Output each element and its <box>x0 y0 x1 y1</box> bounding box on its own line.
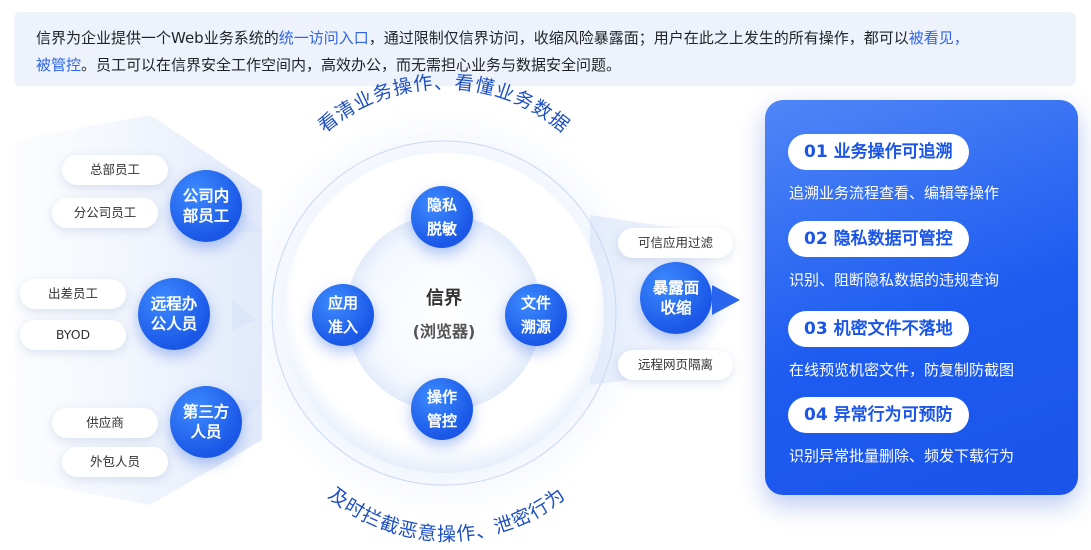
intro-text-3: 。员工可以在信界安全工作空间内，高效办公，而无需担心业务与数据安全问题。 <box>81 56 622 74</box>
group1-item-hq: 总部员工 <box>62 155 168 185</box>
node-privacy-masking: 隐私 脱敏 <box>411 186 473 248</box>
intro-banner: 信界为企业提供一个Web业务系统的统一访问入口，通过限制仅信界访问，收缩风险暴露… <box>14 12 1076 86</box>
group-third-party: 第三方 人员 <box>170 386 242 458</box>
feature-3-title: 03 机密文件不落地 <box>788 311 969 347</box>
intro-highlight-visible: 被看见， <box>908 29 969 47</box>
group1-item-branch: 分公司员工 <box>52 198 158 228</box>
node-operation-control: 操作 管控 <box>411 378 473 440</box>
exposure-item-web-isolation: 远程网页隔离 <box>618 350 733 380</box>
exposure-reduction: 暴露面 收缩 <box>640 262 712 334</box>
feature-3-desc: 在线预览机密文件，防复制防截图 <box>789 361 1015 379</box>
node-app-access: 应用 准入 <box>312 284 374 346</box>
group-internal-staff: 公司内 部员工 <box>170 170 242 242</box>
feature-2-title: 02 隐私数据可管控 <box>788 221 969 257</box>
group-remote-staff: 远程办 公人员 <box>138 278 210 350</box>
feature-2-desc: 识别、阻断隐私数据的违规查询 <box>789 271 1000 289</box>
group3-item-outsource: 外包人员 <box>62 447 168 477</box>
intro-highlight-controlled: 被管控 <box>36 56 82 74</box>
feature-1-title: 01 业务操作可追溯 <box>788 134 969 170</box>
center-subtitle: (浏览器) <box>412 322 476 341</box>
feature-1-desc: 追溯业务流程查看、编辑等操作 <box>789 184 1000 202</box>
group2-item-travel: 出差员工 <box>20 279 126 309</box>
center-title: 信界 <box>426 288 462 309</box>
feature-4-desc: 识别异常批量删除、频发下载行为 <box>789 447 1015 465</box>
node-file-trace: 文件 溯源 <box>505 284 567 346</box>
intro-text-2: ，通过限制仅信界访问，收缩风险暴露面；用户在此之上发生的所有操作，都可以 <box>368 29 909 47</box>
features-panel: 01 业务操作可追溯 追溯业务流程查看、编辑等操作 02 隐私数据可管控 识别、… <box>765 100 1078 495</box>
intro-text-1: 信界为企业提供一个Web业务系统的 <box>36 29 279 47</box>
feature-4-title: 04 异常行为可预防 <box>788 397 969 433</box>
intro-highlight-entry: 统一访问入口 <box>278 29 369 47</box>
group3-item-supplier: 供应商 <box>52 408 158 438</box>
exposure-item-trusted-app: 可信应用过滤 <box>618 228 733 258</box>
group2-item-byod: BYOD <box>20 320 126 350</box>
